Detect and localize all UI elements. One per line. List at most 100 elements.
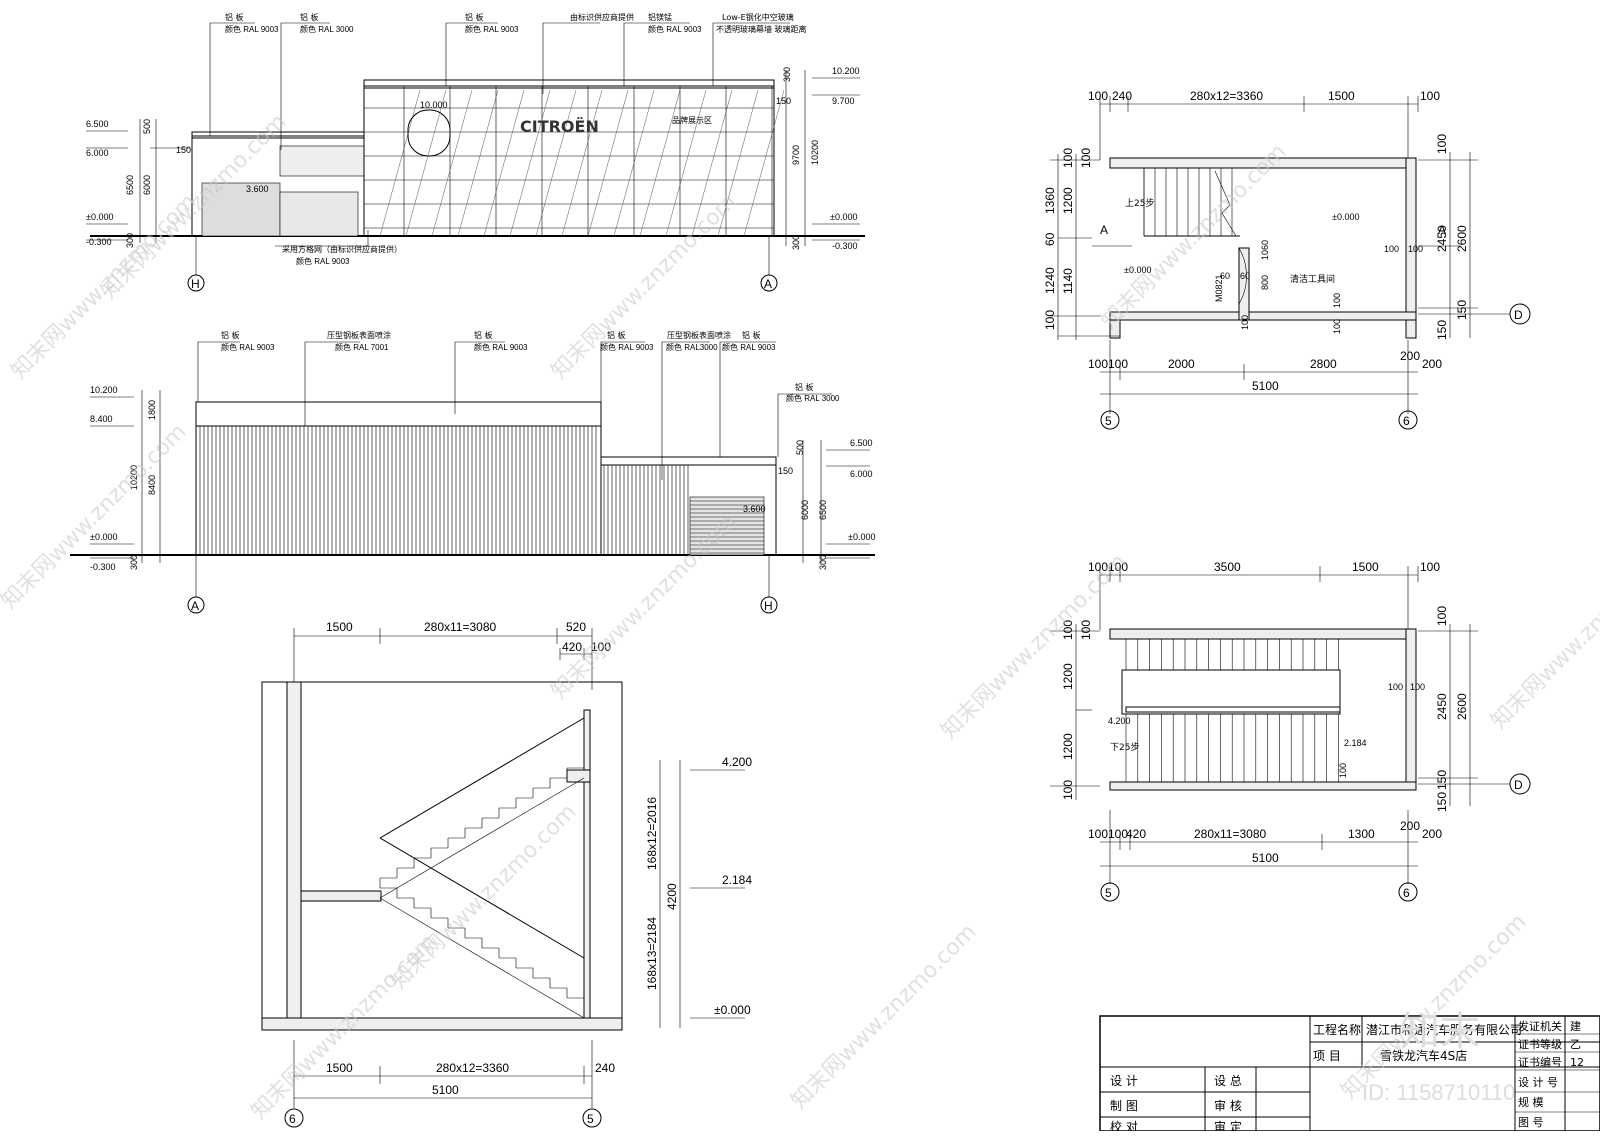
back-dim-l-300: 300	[129, 555, 139, 570]
glass-hatch	[431, 89, 473, 237]
pl-r-150b: 150	[1435, 792, 1449, 812]
back-lvl-r-1: 6.500	[850, 438, 873, 448]
pu-1060: 1060	[1260, 240, 1270, 260]
sec-lvl-0: ±0.000	[714, 1003, 751, 1017]
pl-b-100b: 100	[1108, 827, 1128, 841]
front-callout-3-sub: 颜色 RAL 9003	[465, 24, 519, 34]
pu-axis-5: 5	[1105, 414, 1112, 428]
pl-100c: 100	[1338, 763, 1348, 778]
sec-top-520: 520	[566, 620, 586, 634]
watermark-layer: 知末网www.znzmo.com 知末网www.znzmo.com 知末网www…	[0, 109, 1600, 1124]
level-3600: 3.600	[246, 184, 269, 194]
pl-l-100b: 100	[1079, 620, 1093, 640]
back-callout-4-title: 铝 板	[607, 330, 626, 340]
sec-vdim-2016: 168x12=2016	[645, 797, 659, 870]
pu-axis-D: D	[1514, 308, 1523, 322]
pu-r-150a: 150	[1455, 300, 1469, 320]
back-callout-6-sub: 颜色 RAL 9003	[722, 342, 776, 352]
pu-b-2800: 2800	[1310, 357, 1337, 371]
front-axis-A: A	[764, 277, 772, 291]
stair-soffit	[379, 777, 585, 899]
watermark-id: ID: 1158710110	[1362, 1080, 1515, 1105]
tb-review: 审 核	[1214, 1098, 1242, 1113]
pl-100b: 100	[1410, 682, 1425, 692]
back-elevation: 3.600 铝 板 颜色 RAL 9003 压型钢板表面喷涂 颜色 RAL 70…	[70, 330, 875, 614]
showroom-block	[363, 85, 775, 237]
tb-r-1: 发证机关	[1518, 1019, 1562, 1033]
glass-hatch	[639, 89, 681, 237]
tb-item-label: 项 目	[1313, 1049, 1341, 1063]
glass-hatch	[405, 89, 447, 237]
front-lvl-r-1: 10.200	[832, 66, 860, 76]
pu-top-3360: 280x12=3360	[1190, 89, 1263, 103]
back-callout-2-title: 压型钢板表面喷涂	[327, 330, 391, 340]
back-callout-5-sub: 颜色 RAL3000	[666, 342, 718, 352]
glass-hatch	[691, 89, 733, 237]
pu-l-60: 60	[1043, 232, 1057, 246]
roller-door	[201, 182, 281, 237]
back-callout-2-sub: 颜色 RAL 7001	[335, 342, 389, 352]
sign-sub: 品牌展示区	[672, 115, 712, 125]
front-callout-5-title: 铝镁锰	[648, 12, 672, 22]
pu-top-240: 240	[1112, 89, 1132, 103]
plan-upper: 100 240 280x12=3360 1500 100 100 100 136…	[1043, 89, 1531, 430]
section-wall-left	[286, 681, 302, 1029]
pl-top-100a: 100	[1088, 560, 1108, 574]
front-dim-r-300: 300	[782, 67, 792, 82]
glass-hatch	[665, 89, 707, 237]
front-elevation: CITROËN 品牌展示区 10.000 3.600 铝 板 颜色 RAL 90…	[86, 12, 865, 292]
back-axis-A: A	[191, 599, 199, 613]
pu-room-name: 清洁工具间	[1290, 273, 1335, 285]
pu-r-2600: 2600	[1455, 225, 1469, 252]
pu-r-150b: 150	[1435, 320, 1449, 340]
pl-r-2600: 2600	[1455, 693, 1469, 720]
sec-top-3080: 280x11=3080	[424, 620, 497, 634]
back-dim-r-500: 500	[795, 440, 805, 455]
tb-approve: 审 定	[1214, 1119, 1242, 1131]
pl-b-420: 420	[1126, 827, 1146, 841]
pu-l-100c: 100	[1043, 310, 1057, 330]
back-callout-7-sub: 颜色 RAL 3000	[786, 393, 840, 403]
front-lvl-r-3: ±0.000	[830, 212, 857, 222]
glass-hatch	[743, 89, 785, 237]
pu-60a: 60	[1220, 271, 1230, 281]
stair-section: 1500 280x11=3080 520 420 100 4.200 2.184…	[261, 620, 752, 1128]
tb-rv-2: 乙	[1570, 1038, 1581, 1051]
pu-100c: 100	[1332, 319, 1342, 334]
pu-r-2450: 2450	[1435, 225, 1449, 252]
sec-top-100: 100	[591, 640, 611, 654]
sec-axis-5: 5	[587, 1112, 594, 1126]
pl-l-100a: 100	[1061, 620, 1075, 640]
back-callout-7-title: 铝 板	[795, 382, 814, 392]
front-dim-r-9700: 9700	[791, 145, 801, 165]
pu-b-200b: 200	[1422, 357, 1442, 371]
pu-60b: 60	[1240, 271, 1250, 281]
tb-chief: 设 总	[1214, 1074, 1242, 1088]
watermark: 知末网www.znzmo.com	[1487, 539, 1600, 734]
glass-hatch	[483, 89, 525, 237]
pu-800: 800	[1260, 275, 1270, 290]
tb-r-4: 设 计 号	[1518, 1076, 1558, 1089]
pl-r-2450: 2450	[1435, 693, 1449, 720]
sec-bot-240: 240	[595, 1061, 615, 1075]
watermark: 知末网www.znzmo.com	[787, 919, 982, 1114]
back-dim-l-1800: 1800	[147, 400, 157, 420]
sec-vdim-2184: 168x13=2184	[645, 917, 659, 990]
back-dim-l-10200: 10200	[129, 465, 139, 490]
pl-top-3500: 3500	[1214, 560, 1241, 574]
back-lvl-l-1: 10.200	[90, 385, 118, 395]
pu-l-1360: 1360	[1043, 187, 1057, 214]
front-callout-3-title: 铝 板	[465, 12, 484, 22]
pl-b-1300: 1300	[1348, 827, 1375, 841]
watermark: 知末网www.znzmo.com	[1097, 139, 1292, 334]
pu-axis-6: 6	[1403, 414, 1410, 428]
pu-top-100a: 100	[1088, 89, 1108, 103]
front-lvl-l-3: ±0.000	[86, 212, 113, 222]
pu-b-100b: 100	[1108, 357, 1128, 371]
pl-lvl-4200: 4.200	[1108, 716, 1131, 726]
back-callout-3-title: 铝 板	[474, 330, 493, 340]
sec-bot-5100: 5100	[432, 1083, 459, 1097]
watermark: 知末网www.znzmo.com	[1337, 909, 1532, 1104]
glass-hatch	[457, 89, 499, 237]
